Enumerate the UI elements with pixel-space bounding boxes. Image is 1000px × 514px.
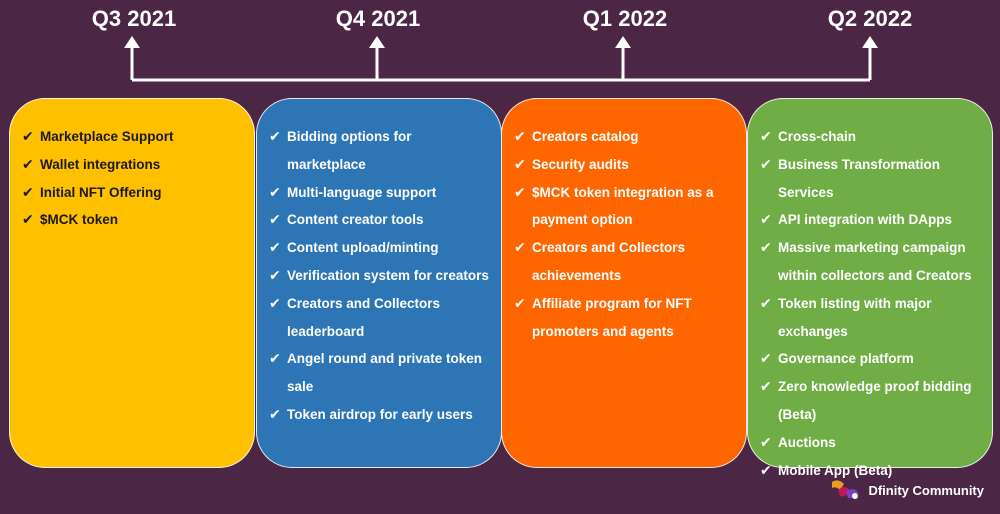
milestone-item: ✔ Content upload/minting [269, 234, 493, 262]
checkmark-icon: ✔ [22, 128, 34, 144]
quarter-label-q1-2022: Q1 2022 [582, 6, 668, 31]
milestone-text: Multi-language support [287, 184, 437, 200]
milestone-text: Content creator tools [287, 212, 424, 228]
arrow-up-icon [862, 36, 878, 48]
milestone-item: ✔ Marketplace Support [22, 123, 246, 151]
checkmark-icon: ✔ [760, 461, 772, 478]
milestone-text: Angel round and private token sale [287, 351, 483, 395]
checkmark-icon: ✔ [269, 211, 281, 228]
checkmark-icon: ✔ [22, 211, 34, 228]
checkmark-icon: ✔ [269, 128, 281, 144]
arrow-up-icon [369, 36, 385, 48]
milestone-text: $MCK token integration as a payment opti… [532, 184, 714, 228]
arrow-up-icon [124, 36, 140, 48]
dfinity-logo-icon [832, 480, 859, 499]
milestone-item: ✔ Cross-chain [760, 123, 984, 151]
milestone-item: ✔ Wallet integrations [22, 151, 246, 179]
checkmark-icon: ✔ [514, 239, 526, 256]
milestone-item: ✔ Multi-language support [269, 179, 493, 207]
milestone-item: ✔ Creators and Collectors achievements [514, 234, 738, 290]
milestone-text: $MCK token [40, 212, 119, 228]
checkmark-icon: ✔ [514, 128, 526, 144]
roadmap-card-q2-2022: ✔ Cross-chain ✔ Business Transformation Se… [747, 98, 993, 478]
milestone-item: ✔ Bidding options for marketplace [269, 123, 493, 179]
milestone-item: ✔ Token listing with major exchanges [760, 290, 984, 346]
milestone-item: ✔ $MCK token integration as a payment opt… [514, 179, 738, 235]
milestone-item: ✔ Zero knowledge proof bidding (Beta) [760, 373, 984, 429]
milestone-text: Affiliate program for NFT promoters and … [532, 295, 692, 339]
checkmark-icon: ✔ [269, 266, 281, 283]
milestone-text: Token listing with major exchanges [778, 295, 932, 339]
roadmap-card-q4-2021: ✔ Bidding options for marketplace ✔ Multi-… [256, 98, 502, 468]
checkmark-icon: ✔ [269, 350, 281, 367]
milestone-text: Mobile App (Beta) [778, 462, 893, 478]
milestone-text: Cross-chain [778, 129, 857, 144]
checkmark-icon: ✔ [269, 239, 281, 256]
milestone-text: Bidding options for marketplace [287, 129, 412, 172]
checkmark-icon: ✔ [22, 155, 34, 172]
milestone-text: Creators catalog [532, 129, 639, 144]
roadmap-card-q3-2021: ✔ Marketplace Support ✔ Wallet integration… [9, 98, 255, 468]
checkmark-icon: ✔ [514, 183, 526, 200]
milestone-item: ✔ Token airdrop for early users [269, 401, 493, 429]
milestone-text: Zero knowledge proof bidding (Beta) [778, 379, 972, 422]
quarter-label-q3-2021: Q3 2021 [91, 6, 177, 31]
milestone-text: Business Transformation Services [778, 156, 941, 200]
milestone-item: ✔ Massive marketing campaign within colle… [760, 234, 984, 290]
arrow-up-icon [615, 36, 631, 48]
timeline-connector [124, 36, 878, 82]
quarter-label-q2-2022: Q2 2022 [827, 6, 913, 31]
milestone-item: ✔ API integration with DApps [760, 206, 984, 234]
milestone-text: Creators and Collectors leaderboard [287, 295, 441, 339]
checkmark-icon: ✔ [22, 183, 34, 200]
milestone-list: ✔ Creators catalog ✔ Security audits ✔ $MCK… [514, 123, 738, 345]
milestone-text: Token airdrop for early users [287, 406, 473, 422]
milestone-text: Content upload/minting [287, 240, 439, 256]
checkmark-icon: ✔ [760, 211, 772, 228]
brand-name: Dfinity Community [868, 482, 984, 498]
checkmark-icon: ✔ [514, 155, 526, 172]
milestone-text: Verification system for creators [287, 267, 489, 283]
checkmark-icon: ✔ [760, 239, 772, 256]
milestone-text: Security audits [532, 156, 629, 172]
checkmark-icon: ✔ [269, 294, 281, 311]
milestone-text: Initial NFT Offering [40, 184, 162, 200]
milestone-item: ✔ Governance platform [760, 345, 984, 373]
milestone-item: ✔ Mobile App (Beta) [760, 457, 984, 485]
milestone-list: ✔ Marketplace Support ✔ Wallet integration… [22, 123, 246, 234]
branding: Dfinity Community [828, 476, 984, 504]
checkmark-icon: ✔ [269, 183, 281, 200]
milestone-item: ✔ Creators and Collectors leaderboard [269, 290, 493, 346]
roadmap-card-q1-2022: ✔ Creators catalog ✔ Security audits ✔ $MCK… [501, 98, 747, 468]
checkmark-icon: ✔ [760, 378, 772, 395]
checkmark-icon: ✔ [760, 294, 772, 311]
checkmark-icon: ✔ [514, 294, 526, 311]
milestone-item: ✔ Angel round and private token sale [269, 345, 493, 401]
milestone-text: Auctions [778, 434, 836, 450]
quarter-label-q4-2021: Q4 2021 [335, 6, 421, 31]
milestone-item: ✔ Creators catalog [514, 123, 738, 151]
milestone-item: ✔ $MCK token [22, 206, 246, 234]
milestone-text: Governance platform [778, 351, 914, 367]
milestone-item: ✔ Business Transformation Services [760, 151, 984, 207]
milestone-item: ✔ Security audits [514, 151, 738, 179]
milestone-text: API integration with DApps [778, 212, 952, 228]
milestone-item: ✔ Initial NFT Offering [22, 179, 246, 207]
milestone-item: ✔ Affiliate program for NFT promoters and… [514, 290, 738, 346]
milestone-item: ✔ Verification system for creators [269, 262, 493, 290]
milestone-text: Wallet integrations [40, 156, 161, 172]
checkmark-icon: ✔ [760, 433, 772, 450]
checkmark-icon: ✔ [760, 155, 772, 172]
milestone-text: Marketplace Support [40, 129, 174, 144]
checkmark-icon: ✔ [269, 405, 281, 422]
checkmark-icon: ✔ [760, 128, 772, 144]
checkmark-icon: ✔ [760, 350, 772, 367]
milestone-text: Massive marketing campaign within collec… [778, 240, 972, 283]
milestone-list: ✔ Bidding options for marketplace ✔ Multi-… [269, 123, 493, 429]
milestone-item: ✔ Content creator tools [269, 206, 493, 234]
milestone-list: ✔ Cross-chain ✔ Business Transformation Se… [760, 123, 984, 484]
milestone-item: ✔ Auctions [760, 429, 984, 457]
milestone-text: Creators and Collectors achievements [532, 240, 686, 283]
